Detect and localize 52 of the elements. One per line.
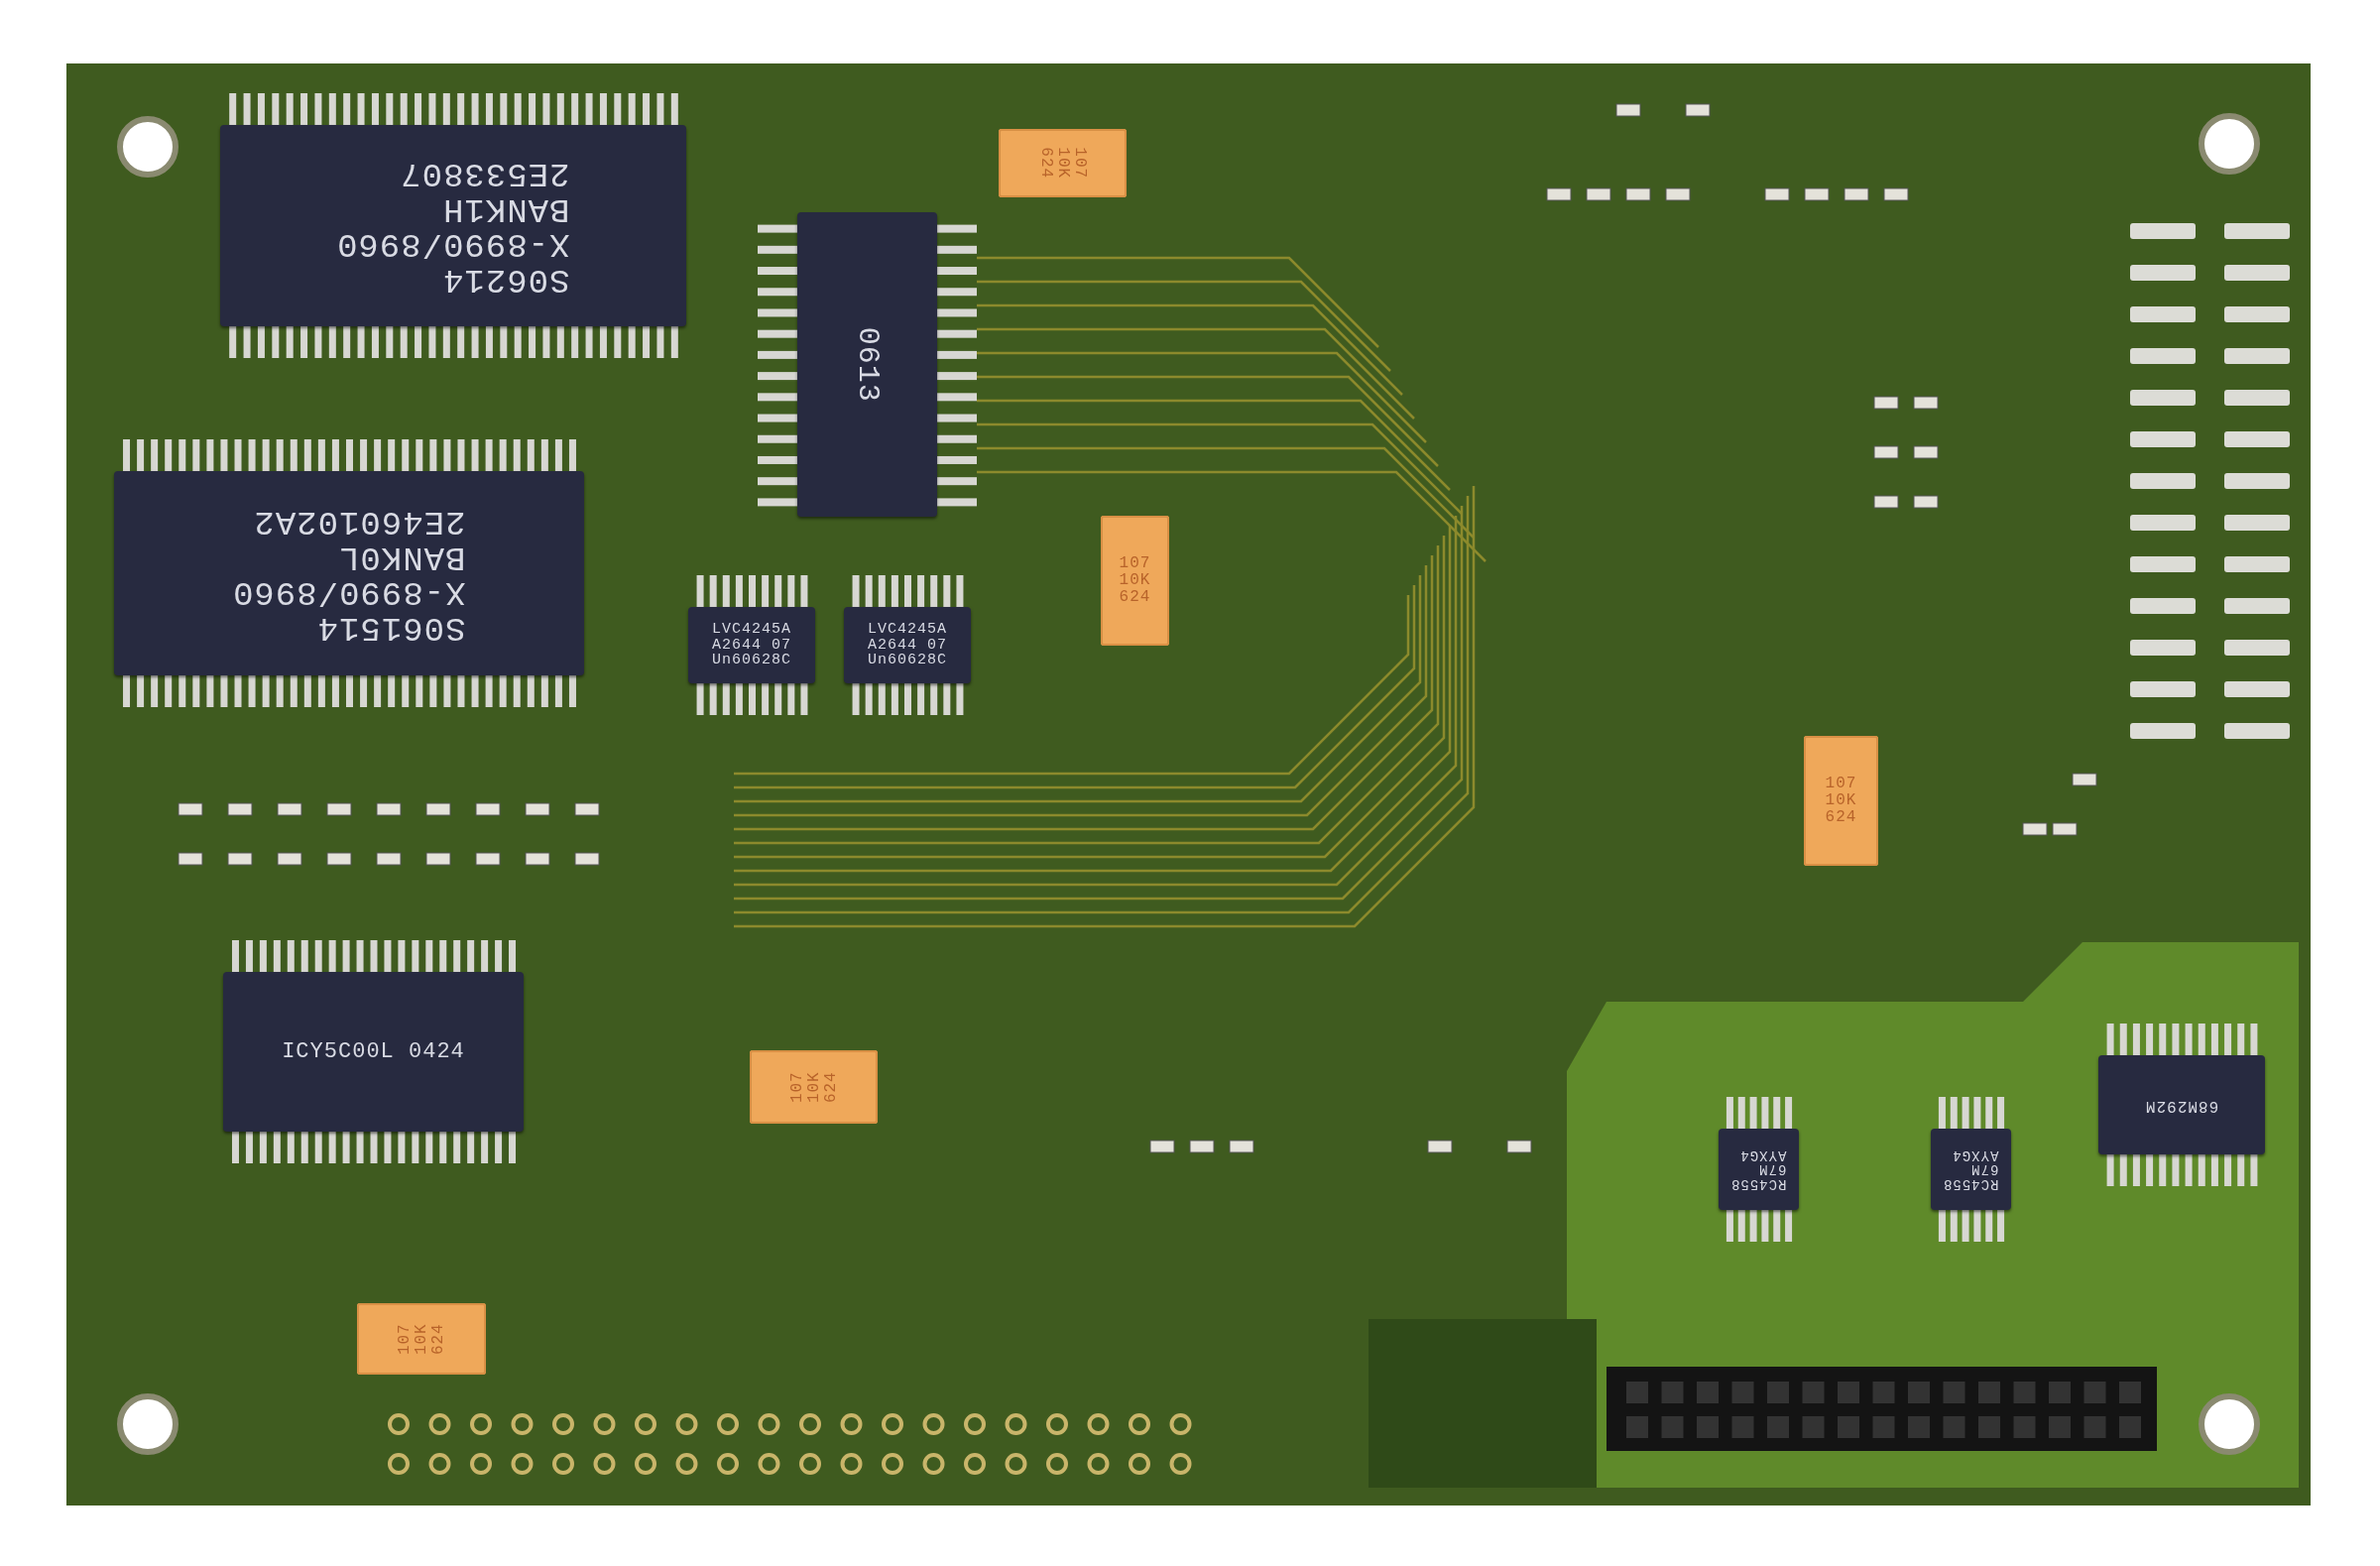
chip-marking: X-8990/8960 [336,225,570,262]
chip-marking: Un60628C [868,653,947,669]
ic-chip [220,125,686,326]
chip-marking: ICY5C00L 0424 [282,1039,465,1064]
capacitor-marking: 624 [1825,808,1857,826]
capacitor-marking: 107 [788,1071,806,1103]
chip-marking: 2E533807 [400,155,570,190]
ic-chip [223,972,524,1132]
chip-marking: S06214 [442,261,570,297]
capacitor-marking: 10K [805,1071,822,1103]
capacitor-marking: 10K [1119,572,1151,589]
chip-marking: 67M [1758,1161,1787,1177]
chip-marking: A2644 07 [712,637,791,654]
ic-chip [114,471,584,675]
chip-marking: LVC4245A [868,621,947,638]
chip-marking: AYXG4 [1739,1146,1787,1162]
chip-marking: BANK0L [338,538,466,573]
chip-marking: A2644 07 [868,637,947,654]
capacitor-marking: 624 [821,1071,839,1103]
tantalum-capacitor [999,129,1127,197]
chip-marking: RC4558 [1943,1176,1999,1192]
chip-marking: 67M [1970,1161,1999,1177]
chip-marking: X-8990/8960 [232,573,466,609]
tantalum-capacitor [1804,736,1878,866]
ic-chip [797,212,937,517]
chip-marking: S061514 [316,608,466,645]
chip-marking: Un60628C [712,653,791,669]
chip-marking: 68M292M [2144,1096,2219,1114]
capacitor-marking: 107 [396,1323,414,1355]
chip-marking: RC4558 [1730,1176,1787,1192]
chip-marking: 2E460102A2 [253,502,466,539]
ic-chip [1931,1129,2011,1210]
chip-marking: AYXG4 [1952,1146,1999,1162]
ic-chip [1719,1129,1799,1210]
capacitor-marking: 624 [1037,147,1055,180]
chip-marking: 0613 [851,326,884,403]
capacitor-marking: 107 [1070,147,1088,180]
capacitor-marking: 107 [1825,776,1857,793]
capacitor-marking: 107 [1119,555,1151,573]
ic-chip [2098,1055,2265,1154]
capacitor-marking: 10K [1054,147,1071,180]
tantalum-capacitor [750,1050,878,1124]
capacitor-marking: 10K [413,1323,430,1355]
chip-marking: BANK1H [442,189,570,226]
capacitor-marking: 10K [1825,792,1857,809]
tantalum-capacitor [1101,516,1169,646]
ic-chip [688,607,815,683]
capacitor-marking: 624 [1119,588,1151,606]
ic-chip [844,607,971,683]
capacitor-marking: 624 [429,1323,447,1355]
chip-marking: LVC4245A [712,621,791,638]
tantalum-capacitor [357,1303,486,1375]
